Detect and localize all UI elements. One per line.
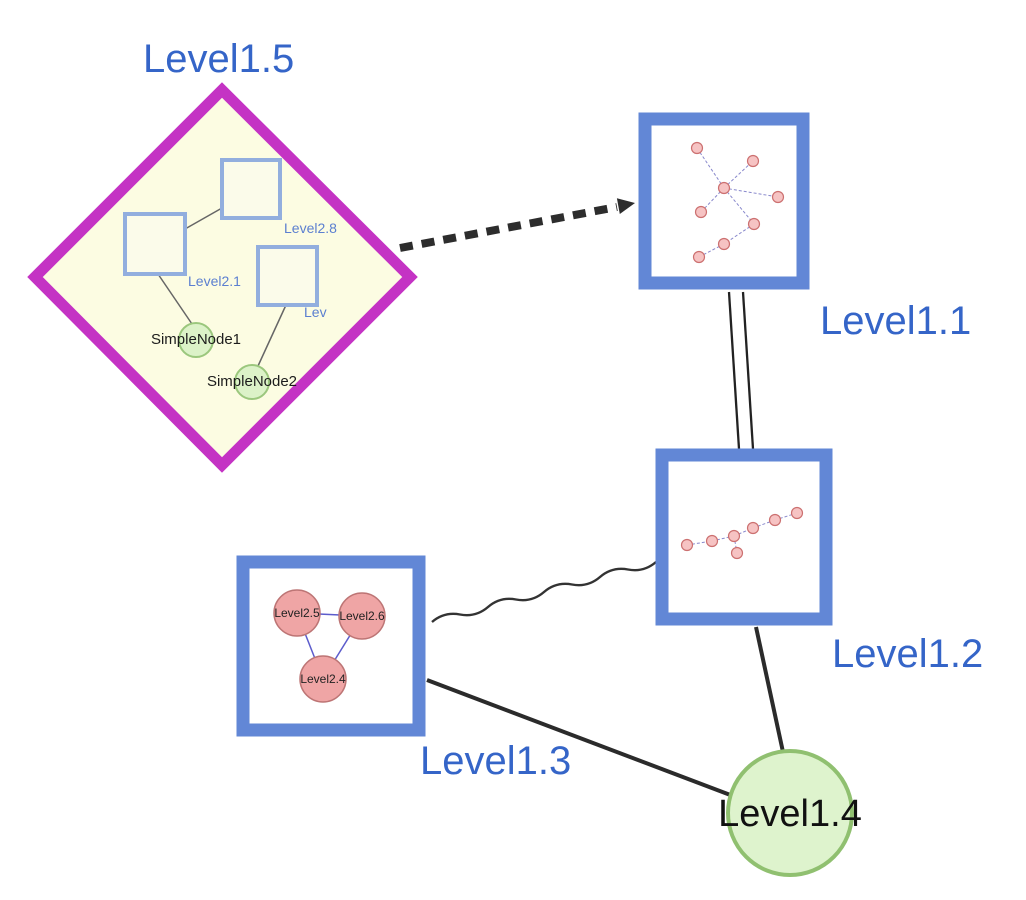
inner-node-level2-4[interactable] [299, 655, 347, 703]
inner-square-level2-8[interactable] [220, 158, 282, 220]
inner-edge-s3-n2[interactable] [257, 304, 287, 367]
node-level1-3: Level2.5 Level2.6 Level2.4 Level1.3 [236, 555, 571, 783]
level1-2-square[interactable] [655, 448, 833, 626]
inner-square-lev[interactable] [256, 245, 319, 307]
inner-edge-s1-s2[interactable] [184, 207, 223, 230]
double-edge-line-2 [741, 291, 755, 450]
inner-node-level2-4-label: Level2.4 [300, 672, 346, 686]
simple-node-1[interactable] [178, 322, 214, 358]
simple-node-1-label: SimpleNode1 [151, 331, 241, 348]
node-level1-1-label: Level1.1 [820, 299, 971, 343]
inner-node-level2-5-label: Level2.5 [274, 606, 320, 620]
inner-square-lev-label: Lev [304, 304, 327, 320]
edge-level1-5-to-level1-1[interactable] [399, 198, 635, 252]
node-level1-2-label: Level1.2 [832, 632, 983, 676]
edge-level1-2-to-level1-4[interactable] [754, 626, 785, 753]
node-level1-5-label: Level1.5 [143, 37, 294, 81]
node-level1-2: Level1.2 [655, 448, 983, 676]
node-level1-5: Level1.5 Level2.8 Level2.1 Lev SimpleNod… [27, 37, 418, 473]
dashed-edge-line [399, 203, 618, 252]
simple-node-2-label: SimpleNode2 [207, 373, 297, 390]
level1-4-circle[interactable] [726, 749, 854, 877]
diamond-shape[interactable] [27, 82, 418, 473]
inner-square-level2-1[interactable] [123, 212, 187, 276]
simple-node-2[interactable] [234, 364, 270, 400]
edge-level1-3-to-level1-4[interactable] [426, 678, 734, 798]
inner-node-level2-5[interactable] [273, 589, 321, 637]
edge-level1-1-to-level1-2[interactable] [727, 291, 755, 450]
node-level1-4-label: Level1.4 [718, 793, 862, 835]
node-level1-1: Level1.1 [638, 112, 971, 343]
inner-edge-s2-n1[interactable] [157, 273, 193, 325]
mini-graph-level1-1[interactable] [690, 141, 785, 264]
double-edge-line-1 [727, 291, 741, 450]
inner-square-level2-8-label: Level2.8 [284, 220, 337, 236]
level1-3-square[interactable] [236, 555, 426, 737]
inner-node-level2-6-label: Level2.6 [339, 609, 385, 623]
node-level1-3-label: Level1.3 [420, 739, 571, 783]
inner-node-level2-6[interactable] [338, 592, 386, 640]
node-level1-4: Level1.4 [718, 749, 862, 877]
arrowhead-icon [616, 198, 635, 214]
edge-level1-3-to-level1-2[interactable] [431, 561, 657, 623]
inner-square-level2-1-label: Level2.1 [188, 273, 241, 289]
mini-graph-level1-2[interactable] [680, 506, 804, 560]
